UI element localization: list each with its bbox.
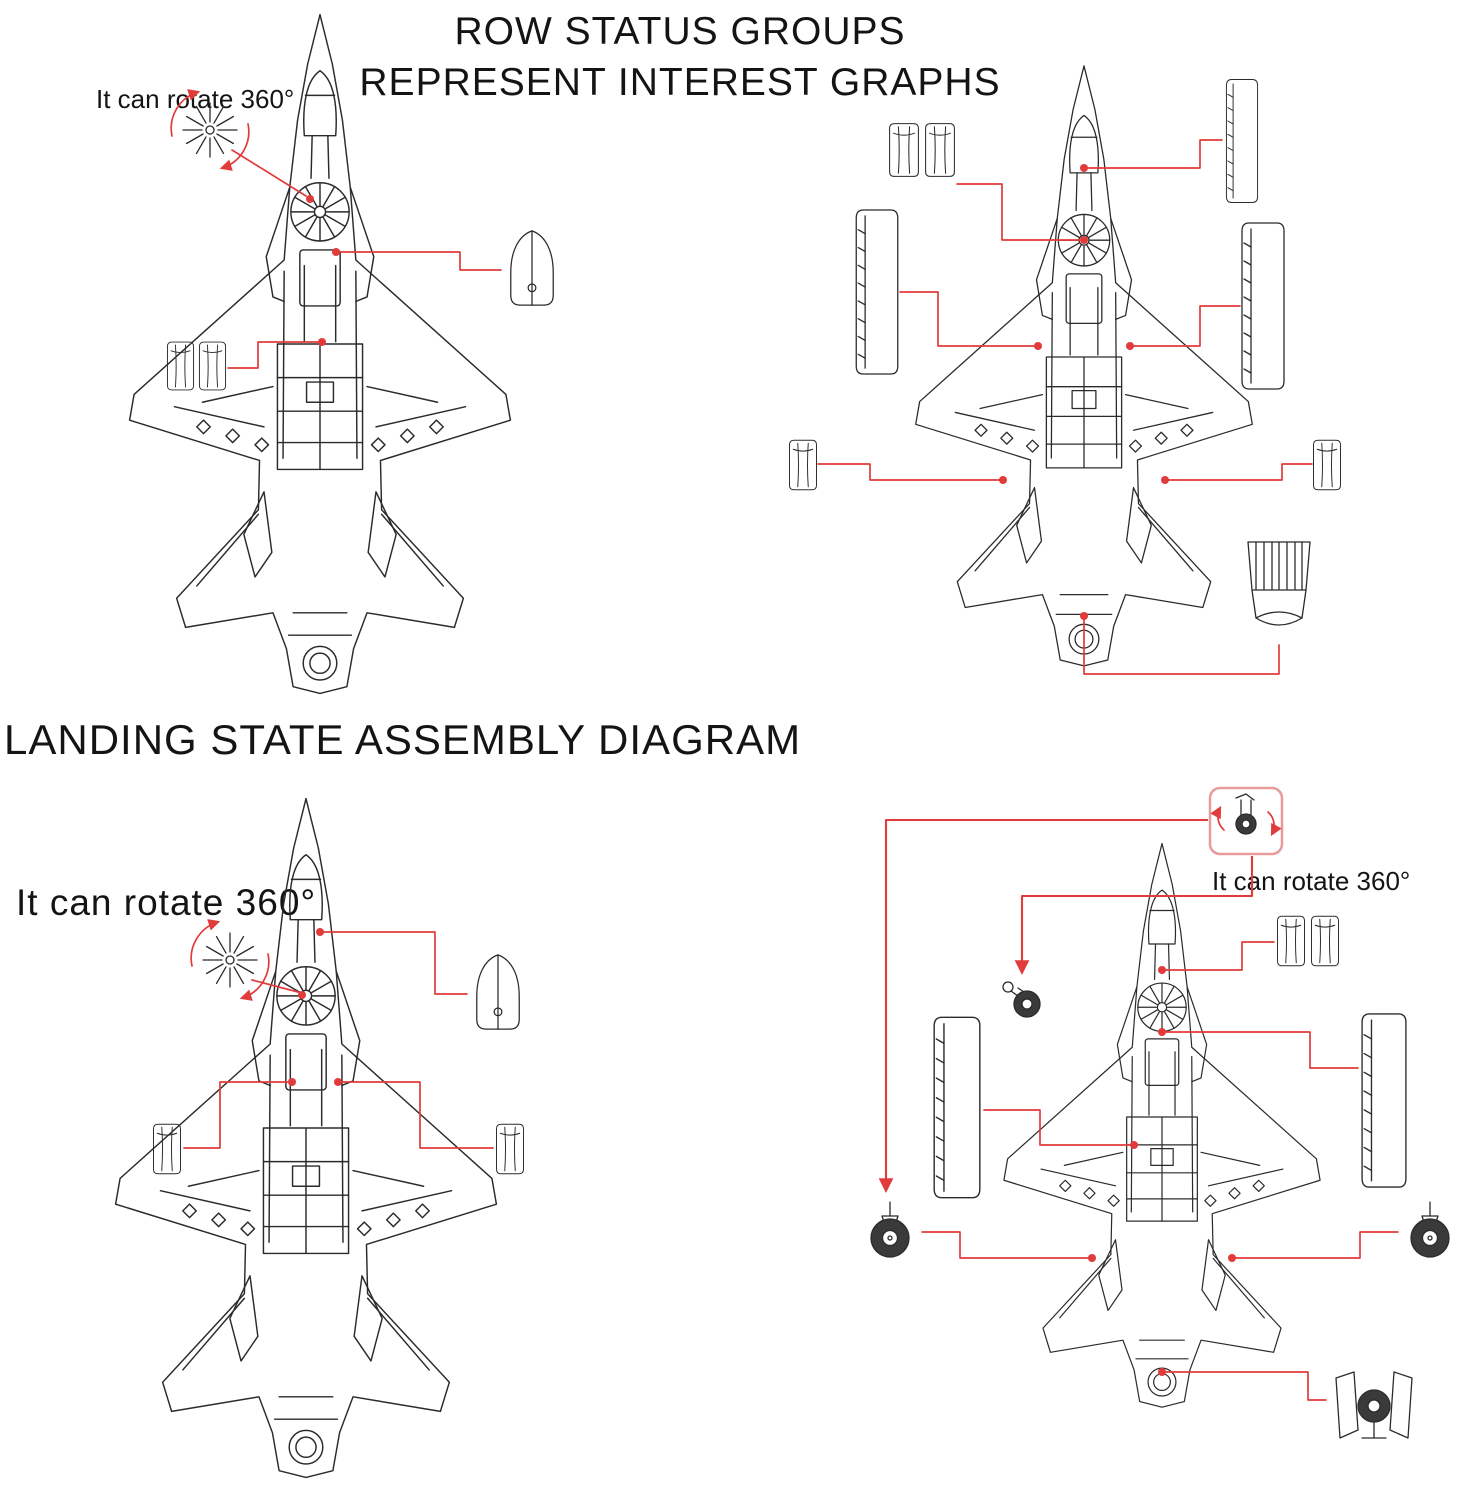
header-line-1: ROW STATUS GROUPS	[454, 10, 906, 53]
diagram-landing-state-left	[40, 780, 525, 1500]
bay-door-part	[1241, 222, 1285, 390]
callout-rear-assembly	[1158, 1368, 1327, 1401]
canopy-part	[476, 954, 520, 1030]
leader-front-box-to-swivel-wheel	[1014, 856, 1254, 975]
callout-left-wing-door	[817, 463, 1007, 484]
callout-left-bay-door	[899, 291, 1042, 350]
rear-gear-assembly-part	[1335, 1371, 1413, 1439]
main-wheel-part	[1410, 1201, 1450, 1258]
gear-door-part	[1310, 915, 1340, 967]
header-line-2: REPRESENT INTEREST GRAPHS	[359, 61, 1001, 105]
header-title: ROW STATUS GROUPS REPRESENT INTEREST GRA…	[230, 6, 1130, 109]
rotate-label-bottom-left: It can rotate 360°	[16, 882, 317, 923]
gear-door-part	[788, 439, 818, 491]
callout-lift-fan	[251, 979, 306, 999]
engine-nozzle-part	[1247, 541, 1311, 626]
gear-door-part	[152, 1123, 182, 1175]
gear-door-part	[198, 341, 227, 391]
jet-illustration	[116, 799, 497, 1478]
canopy-part	[510, 230, 554, 306]
gear-door-part	[166, 341, 195, 391]
callout-right-wing-door	[1161, 463, 1313, 484]
lift-fan-rosette-icon	[202, 932, 258, 988]
callout-gear-doors	[227, 338, 326, 369]
rotate-label-bottom-right: It can rotate 360°	[1212, 866, 1411, 896]
jet-illustration	[1004, 844, 1320, 1408]
diagram-flight-state-right	[788, 60, 1342, 675]
section-title: LANDING STATE ASSEMBLY DIAGRAM	[4, 716, 802, 763]
leader-front-box-to-left-wheel	[878, 818, 1208, 1193]
swivel-wheel-part	[1002, 981, 1041, 1018]
bay-door-part	[1361, 1013, 1407, 1188]
callout-left-bay-door	[983, 1109, 1138, 1149]
callout-upper-doors	[956, 183, 1088, 244]
callout-right-main-wheel	[1228, 1231, 1399, 1262]
callout-canopy-part	[316, 928, 468, 995]
gear-door-part	[1276, 915, 1306, 967]
bay-door-part	[1225, 78, 1259, 204]
callout-left-main-wheel	[921, 1231, 1096, 1262]
diagram-flight-state-left	[60, 0, 554, 700]
callout-right-bay-door	[1158, 1028, 1359, 1069]
callout-lift-fan	[231, 149, 314, 203]
main-wheel-part	[870, 1201, 910, 1258]
gear-door-part	[1312, 439, 1342, 491]
rotate-arrows-icon	[190, 919, 270, 1001]
bay-door-part	[933, 1016, 981, 1199]
gear-door-part	[495, 1123, 525, 1175]
callout-left-gear-door	[183, 1078, 296, 1149]
rotate-arrows-icon	[170, 89, 250, 171]
lift-fan-rosette-icon	[182, 102, 238, 158]
callout-right-gear-door	[334, 1078, 494, 1149]
callout-nozzle	[1080, 612, 1280, 675]
callout-canopy	[1080, 139, 1223, 172]
callout-canopy	[1158, 941, 1275, 974]
jet-illustration	[916, 66, 1253, 666]
callout-right-bay-door	[1126, 305, 1241, 350]
gear-door-part	[925, 123, 955, 177]
bay-door-part	[855, 209, 899, 375]
diagram-landing-state-right	[870, 780, 1450, 1439]
gear-door-part	[889, 123, 919, 177]
callout-canopy-part	[332, 248, 502, 271]
front-gear-rotate-box	[1210, 788, 1282, 854]
